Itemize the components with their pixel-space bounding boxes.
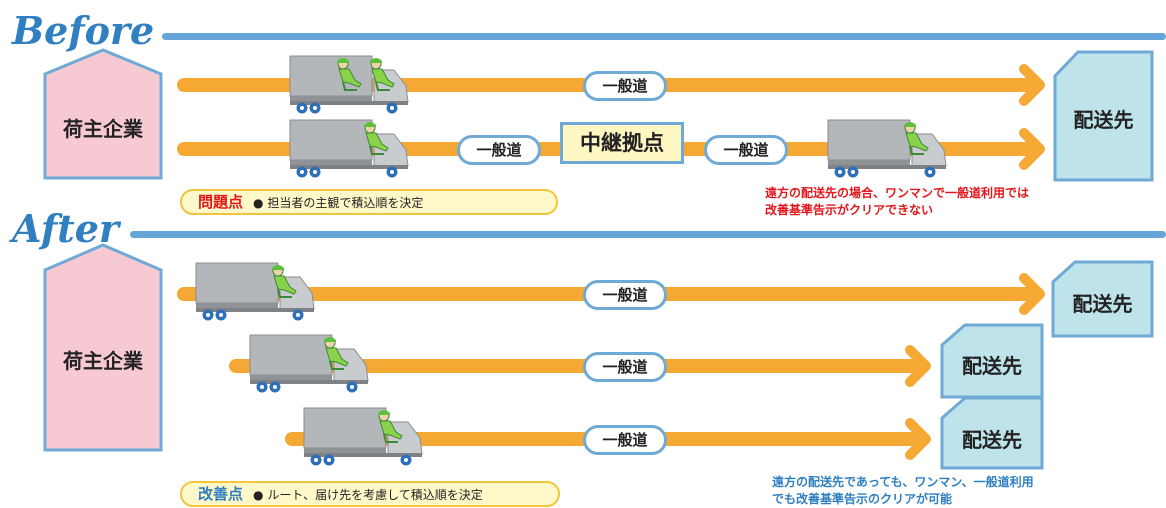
before-dest-shape (1053, 50, 1154, 182)
issue-text: 担当者の主観で積込順を決定 (267, 196, 424, 210)
before-origin-shape (43, 48, 163, 180)
before-title: Before (12, 8, 155, 53)
after-origin-shape (43, 243, 163, 452)
issue-bullet: ● (253, 196, 264, 210)
after-dest-label-2: 配送先 (962, 354, 1022, 378)
after-origin-label: 荷主企業 (63, 349, 143, 373)
improvement-text: ルート、届け先を考慮して積込順を決定 (267, 488, 483, 502)
before-road-label-left: 一般道 (457, 135, 541, 165)
improvement-box: 改善点 ● ルート、届け先を考慮して積込順を決定 (180, 481, 560, 507)
before-warning-line1: 遠方の配送先の場合、ワンマンで一般道利用では (765, 186, 1030, 200)
after-dest-label-3: 配送先 (962, 428, 1022, 452)
relay-hub-label: 中継拠点 (560, 122, 684, 164)
after-dest-shape-3 (940, 396, 1044, 470)
after-title: After (12, 206, 119, 251)
after-dest-label-1: 配送先 (1072, 292, 1133, 316)
before-road-label-top: 一般道 (583, 71, 667, 101)
improvement-heading: 改善点 (198, 485, 244, 503)
after-road-label-2: 一般道 (583, 352, 667, 382)
before-road-label-right: 一般道 (704, 135, 788, 165)
before-divider (162, 33, 1166, 40)
after-road-label-1: 一般道 (583, 280, 667, 310)
after-dest-shape-1 (1051, 260, 1154, 338)
issue-box: 問題点 ● 担当者の主観で積込順を決定 (180, 189, 558, 215)
improvement-bullet: ● (253, 488, 264, 502)
before-warning-line2: 改善基準告示がクリアできない (765, 203, 934, 217)
before-dest-label: 配送先 (1073, 108, 1134, 132)
after-note-line1: 遠方の配送先であっても、ワンマン、一般道利用 (772, 475, 1034, 489)
issue-heading: 問題点 (198, 193, 244, 211)
after-divider (130, 231, 1166, 238)
before-origin-label: 荷主企業 (63, 117, 143, 141)
after-note-line2: でも改善基準告示のクリアが可能 (772, 492, 953, 506)
after-road-label-3: 一般道 (583, 425, 667, 455)
